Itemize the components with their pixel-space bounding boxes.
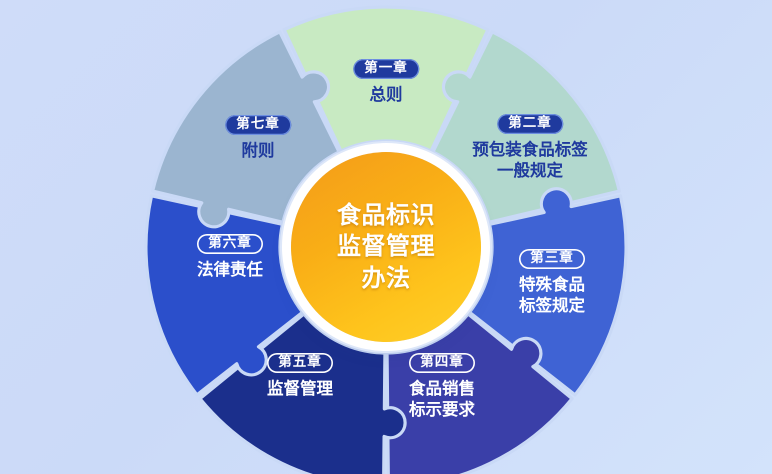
center-hub-line: 监督管理 bbox=[337, 233, 435, 261]
center-hub-line: 办法 bbox=[361, 264, 411, 292]
center-hub-line: 食品标识 bbox=[337, 202, 435, 230]
center-hub-title: 食品标识监督管理办法 bbox=[337, 200, 435, 294]
center-hub: 食品标识监督管理办法 bbox=[291, 152, 481, 342]
